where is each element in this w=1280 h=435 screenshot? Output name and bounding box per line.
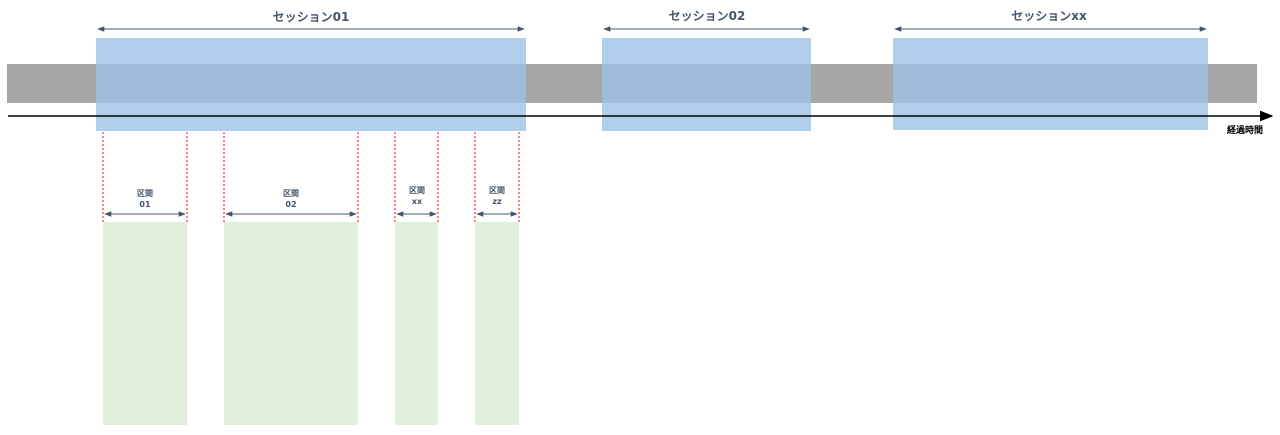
session-label-xx: セッションxx [1011,9,1087,23]
interval-block-02 [224,222,358,425]
interval-block-zz [475,222,519,425]
session-box-01 [96,38,526,131]
interval-label-01-line1: 区間 [137,189,153,198]
axis-label: 経過時間 [1227,124,1263,136]
interval-label-02-line2: 02 [285,200,296,209]
interval-label-zz-line1: 区間 [489,186,505,195]
session-label-01: セッション01 [273,10,350,24]
interval-label-02-line1: 区間 [283,189,299,198]
interval-label-zz-line2: zz [492,197,502,206]
session-box-02 [602,38,811,131]
interval-label-xx-line1: 区間 [409,186,425,195]
interval-block-xx [395,222,438,425]
interval-boundaries [102,132,520,222]
interval-label-xx-line2: xx [412,197,423,206]
interval-label-01-line2: 01 [139,200,151,209]
session-box-xx [893,38,1208,130]
interval-block-01 [103,222,187,425]
session-label-02: セッション02 [669,9,746,23]
